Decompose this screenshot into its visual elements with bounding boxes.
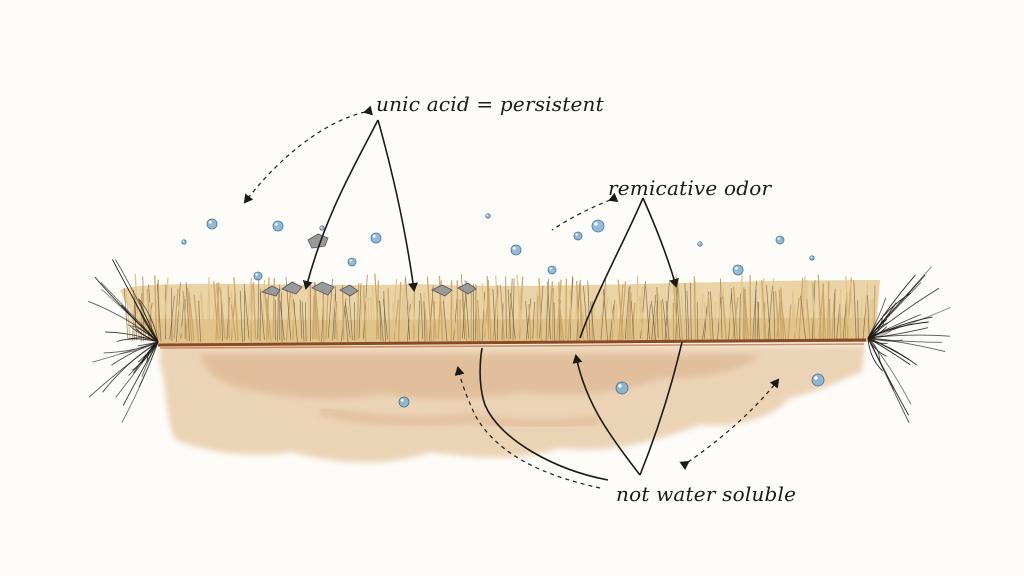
carpet-pile [120,273,880,345]
arrow-odor-left [579,197,644,339]
arrow-soluble-curve [479,347,609,481]
label-uric-acid: unic acid = persistent [376,92,604,116]
arrow-soluble-left [572,354,641,476]
arrow-uric-right [377,119,418,292]
arrow-uric-dashed [243,105,373,204]
arrow-soluble-right [639,341,683,476]
underlay-stain [160,345,865,463]
arrow-soluble-dashed-left [454,366,601,489]
droplet-icon [181,213,825,408]
carpet-backing-line [157,338,867,347]
debris-icon [261,233,477,297]
frayed-edges [88,259,951,423]
label-not-water-soluble: not water soluble [616,482,797,506]
label-odor: remicative odor [608,176,772,200]
arrow-odor-dashed [551,192,619,231]
annotation-arrows [243,105,780,489]
arrow-odor-right [642,197,679,288]
arrow-uric-left [302,119,379,290]
